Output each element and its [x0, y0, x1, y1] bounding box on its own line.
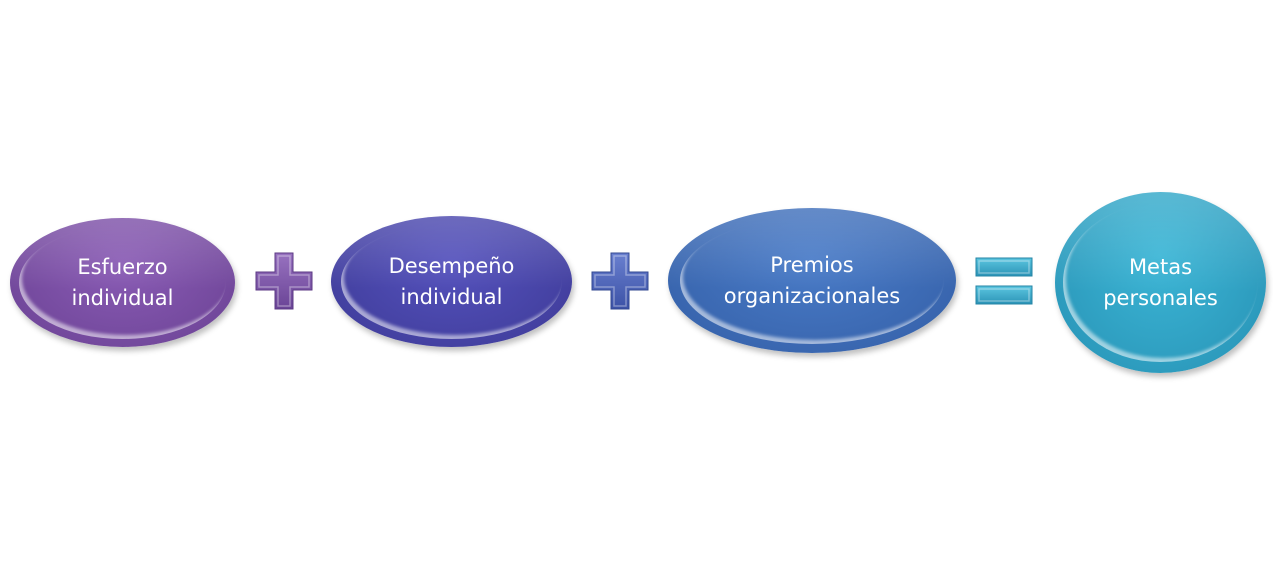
node-label: Metas personales [1103, 254, 1218, 310]
node-desempeno-individual: Desempeño individual [331, 216, 572, 347]
node-premios-organizacionales: Premios organizacionales [668, 208, 956, 353]
plus-icon [591, 252, 649, 310]
node-metas-personales: Metas personales [1055, 192, 1266, 373]
node-label: Esfuerzo individual [71, 254, 174, 310]
node-esfuerzo-individual: Esfuerzo individual [10, 218, 235, 347]
node-label: Premios organizacionales [723, 252, 901, 308]
plus-icon [255, 252, 313, 310]
node-label: Desempeño individual [388, 253, 515, 309]
equals-icon [975, 257, 1033, 305]
